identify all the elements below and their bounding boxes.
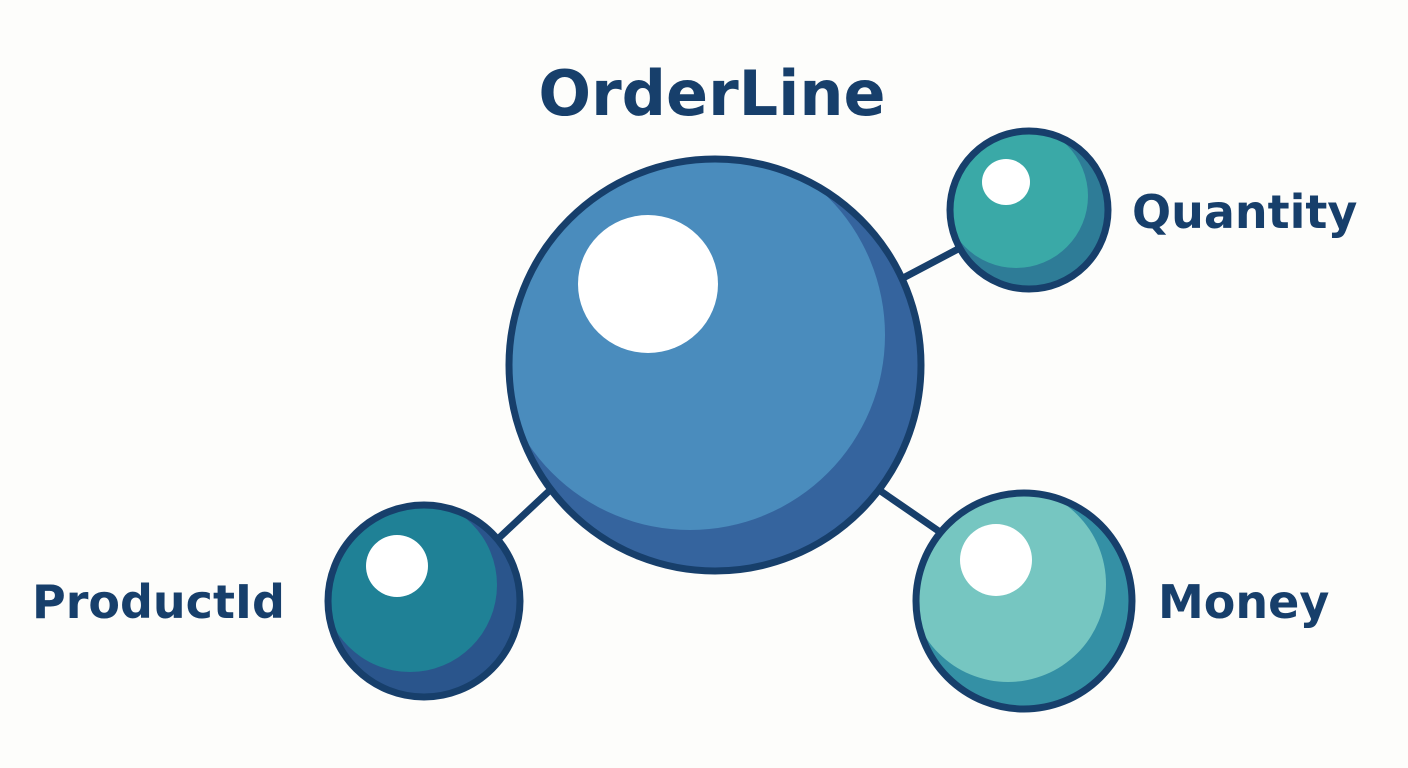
productid-outline — [324, 501, 524, 701]
edge-orderline-money — [878, 488, 944, 536]
edge-orderline-quantity — [901, 244, 964, 281]
money-outline — [912, 489, 1136, 713]
orderline-label: OrderLine — [538, 57, 885, 130]
productid-label: ProductId — [32, 575, 285, 629]
productid-highlight — [366, 535, 428, 597]
quantity-label: Quantity — [1132, 185, 1357, 239]
orderline-node — [505, 155, 925, 575]
quantity-outline — [946, 127, 1112, 293]
money-node — [912, 489, 1136, 713]
money-highlight — [960, 524, 1032, 596]
productid-node — [324, 501, 524, 701]
orderline-highlight — [578, 215, 718, 353]
quantity-highlight — [982, 159, 1030, 205]
money-label: Money — [1158, 575, 1329, 629]
edge-orderline-productid — [496, 488, 552, 541]
quantity-node — [946, 127, 1112, 293]
orderline-outline — [505, 155, 925, 575]
